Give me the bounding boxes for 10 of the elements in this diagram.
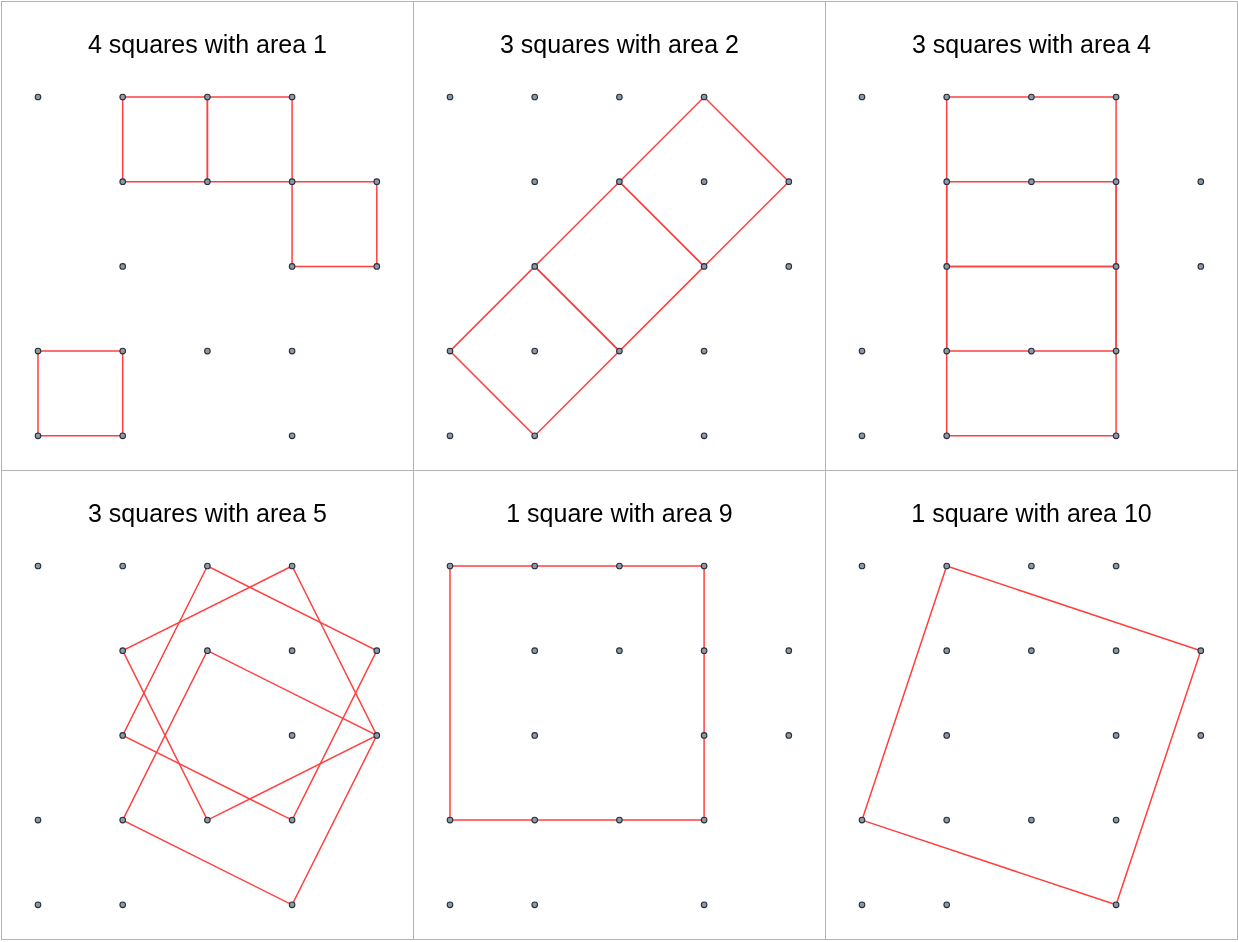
panel-title: 3 squares with area 5	[88, 499, 327, 528]
grid-panel	[1, 1, 414, 471]
panel-title: 1 square with area 10	[911, 499, 1152, 528]
panel-title: 3 squares with area 2	[500, 30, 739, 59]
panel-title: 1 square with area 9	[506, 499, 733, 528]
grid-panel	[825, 1, 1238, 471]
panel-title: 4 squares with area 1	[88, 30, 327, 59]
grid-panel	[825, 470, 1238, 940]
panel-title: 3 squares with area 4	[912, 30, 1151, 59]
grid-panel	[1, 470, 414, 940]
